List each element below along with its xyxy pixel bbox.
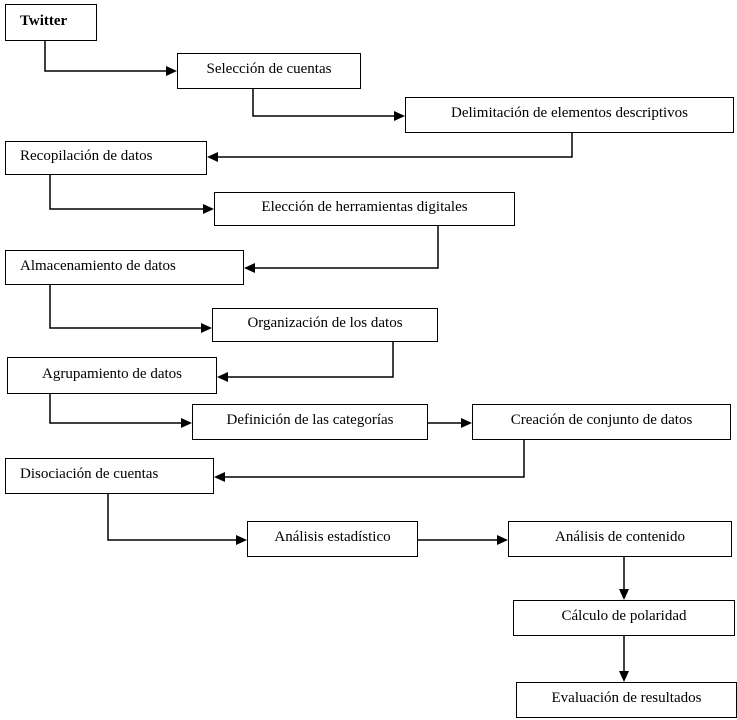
- arrowhead: [201, 323, 212, 333]
- connector-b7-b8: [217, 342, 394, 382]
- connector-b14-b15: [619, 636, 629, 682]
- arrowhead: [497, 535, 508, 545]
- node-evaluacion-de-resultados: Evaluación de resultados: [516, 682, 737, 718]
- connector-b12-b13: [418, 535, 508, 545]
- connector-b5-b6: [244, 226, 439, 273]
- node-analisis-de-contenido: Análisis de contenido: [508, 521, 732, 557]
- connector-b6-b7: [49, 285, 212, 333]
- node-seleccion-de-cuentas: Selección de cuentas: [177, 53, 361, 89]
- connector-b11-b12: [107, 494, 247, 545]
- arrowhead: [236, 535, 247, 545]
- connector-b4-b5: [49, 175, 214, 214]
- node-almacenamiento-de-datos: Almacenamiento de datos: [5, 250, 244, 285]
- connector-b8-b9: [49, 394, 192, 428]
- arrowhead: [214, 472, 225, 482]
- node-organizacion-de-los-datos: Organización de los datos: [212, 308, 438, 342]
- arrowhead: [461, 418, 472, 428]
- node-definicion-de-las-categorias: Definición de las categorías: [192, 404, 428, 440]
- node-eleccion-de-herramientas-digitales: Elección de herramientas digitales: [214, 192, 515, 226]
- arrowhead: [207, 152, 218, 162]
- node-agrupamiento-de-datos: Agrupamiento de datos: [7, 357, 217, 394]
- node-twitter: Twitter: [5, 4, 97, 41]
- node-creacion-de-conjunto-de-datos: Creación de conjunto de datos: [472, 404, 731, 440]
- connector-b2-b3: [252, 89, 405, 121]
- arrowhead: [619, 589, 629, 600]
- connector-b13-b14: [619, 557, 629, 600]
- node-disociacion-de-cuentas: Disociación de cuentas: [5, 458, 214, 494]
- node-delimitacion-de-elementos-descriptivos: Delimitación de elementos descriptivos: [405, 97, 734, 133]
- connector-b3-b4: [207, 133, 573, 162]
- node-analisis-estadistico: Análisis estadístico: [247, 521, 418, 557]
- arrowhead: [217, 372, 228, 382]
- arrowhead: [394, 111, 405, 121]
- arrowhead: [203, 204, 214, 214]
- arrowhead: [244, 263, 255, 273]
- connector-b9-b10: [428, 418, 472, 428]
- arrowhead: [619, 671, 629, 682]
- arrowhead: [181, 418, 192, 428]
- node-recopilacion-de-datos: Recopilación de datos: [5, 141, 207, 175]
- connector-b1-b2: [44, 41, 177, 76]
- connector-b10-b11: [214, 440, 525, 482]
- node-calculo-de-polaridad: Cálculo de polaridad: [513, 600, 735, 636]
- arrowhead: [166, 66, 177, 76]
